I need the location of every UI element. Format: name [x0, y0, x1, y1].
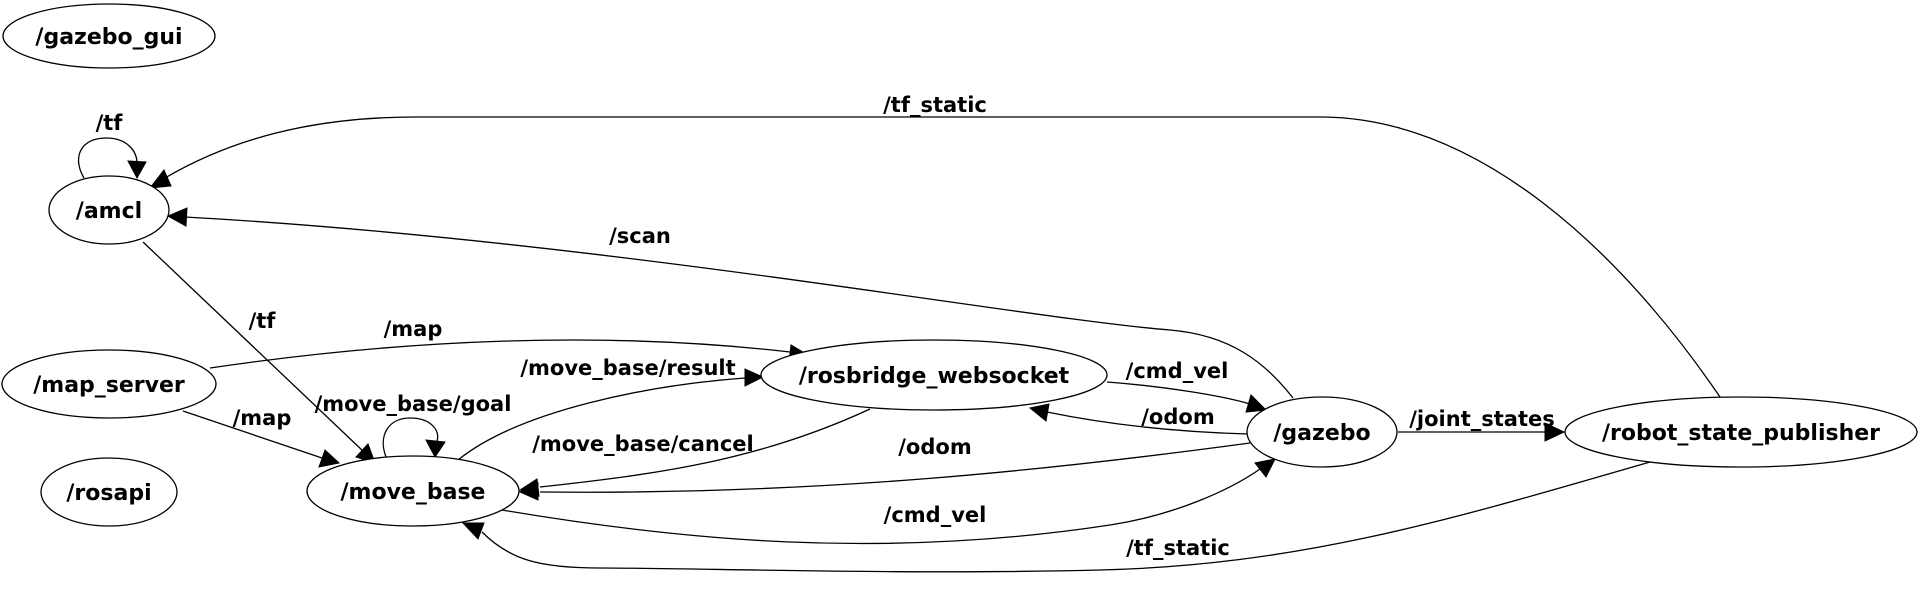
- node-robot-state-publisher[interactable]: /robot_state_publisher: [1564, 396, 1918, 468]
- edge-amcl-self-tf: /tf: [77, 111, 147, 180]
- edge-label-gazebo-to-rosbridge-odom: /odom: [1141, 405, 1214, 429]
- node-gazebo[interactable]: /gazebo: [1246, 396, 1398, 468]
- edge-gazebo-to-amcl-scan: /scan: [166, 207, 1294, 399]
- edge-label-map-server-to-move-base-map: /map: [233, 406, 292, 430]
- edge-label-rsp-to-move-base-tf-static: /tf_static: [1126, 536, 1230, 560]
- edge-gazebo-to-rosbridge-odom: /odom: [1028, 403, 1249, 435]
- node-label-robot-state-publisher: /robot_state_publisher: [1602, 421, 1880, 446]
- edge-amcl-to-move-base-tf: /tf: [142, 241, 376, 464]
- edge-label-gazebo-to-rsp-joint-states: /joint_states: [1409, 407, 1554, 431]
- edge-rsp-to-move-base-tf-static: /tf_static: [461, 461, 1651, 573]
- node-label-rosbridge-websocket: /rosbridge_websocket: [799, 364, 1070, 389]
- node-amcl[interactable]: /amcl: [48, 175, 170, 245]
- edge-rosbridge-to-gazebo-cmd-vel: /cmd_vel: [1106, 359, 1268, 413]
- edge-label-rsp-to-amcl-tf-static: /tf_static: [883, 93, 987, 117]
- edge-label-rosbridge-to-gazebo-cmd-vel: /cmd_vel: [1126, 359, 1229, 383]
- node-label-rosapi: /rosapi: [66, 481, 151, 506]
- node-move-base[interactable]: /move_base: [306, 455, 520, 527]
- node-label-map-server: /map_server: [33, 373, 185, 398]
- node-rosbridge-websocket[interactable]: /rosbridge_websocket: [760, 339, 1108, 411]
- node-label-gazebo-gui: /gazebo_gui: [35, 25, 182, 50]
- edge-label-gazebo-to-move-base-odom: /odom: [898, 435, 971, 459]
- edge-label-map-server-to-rosbridge-map: /map: [384, 317, 443, 341]
- edge-rsp-to-amcl-tf-static: /tf_static: [148, 93, 1721, 398]
- edge-label-rosbridge-to-move-base-cancel: /move_base/cancel: [532, 432, 753, 456]
- edge-label-move-base-to-gazebo-cmd-vel: /cmd_vel: [884, 503, 987, 527]
- node-gazebo-gui[interactable]: /gazebo_gui: [2, 3, 216, 69]
- edge-move-base-to-gazebo-cmd-vel: /cmd_vel: [501, 458, 1276, 545]
- edge-gazebo-to-move-base-odom: /odom: [518, 435, 1251, 501]
- edge-rosbridge-to-move-base-cancel: /move_base/cancel: [518, 408, 871, 497]
- edge-move-base-self-goal: /move_base/goal: [315, 392, 512, 458]
- node-label-move-base: /move_base: [341, 480, 486, 505]
- edge-label-amcl-self-tf: /tf: [96, 111, 124, 135]
- node-rosapi[interactable]: /rosapi: [40, 457, 178, 527]
- edge-map-server-to-move-base-map: /map: [182, 406, 341, 468]
- edge-label-amcl-to-move-base-tf: /tf: [249, 309, 277, 333]
- edge-move-base-to-rosbridge-result: /move_base/result: [457, 356, 765, 461]
- edge-gazebo-to-rsp-joint-states: /joint_states: [1398, 407, 1566, 442]
- edge-label-move-base-to-rosbridge-result: /move_base/result: [520, 356, 735, 380]
- node-label-gazebo: /gazebo: [1273, 421, 1370, 446]
- edge-label-gazebo-to-amcl-scan: /scan: [609, 224, 671, 248]
- edge-label-move-base-self-goal: /move_base/goal: [315, 392, 512, 416]
- node-label-amcl: /amcl: [76, 199, 142, 224]
- node-map-server[interactable]: /map_server: [1, 349, 217, 419]
